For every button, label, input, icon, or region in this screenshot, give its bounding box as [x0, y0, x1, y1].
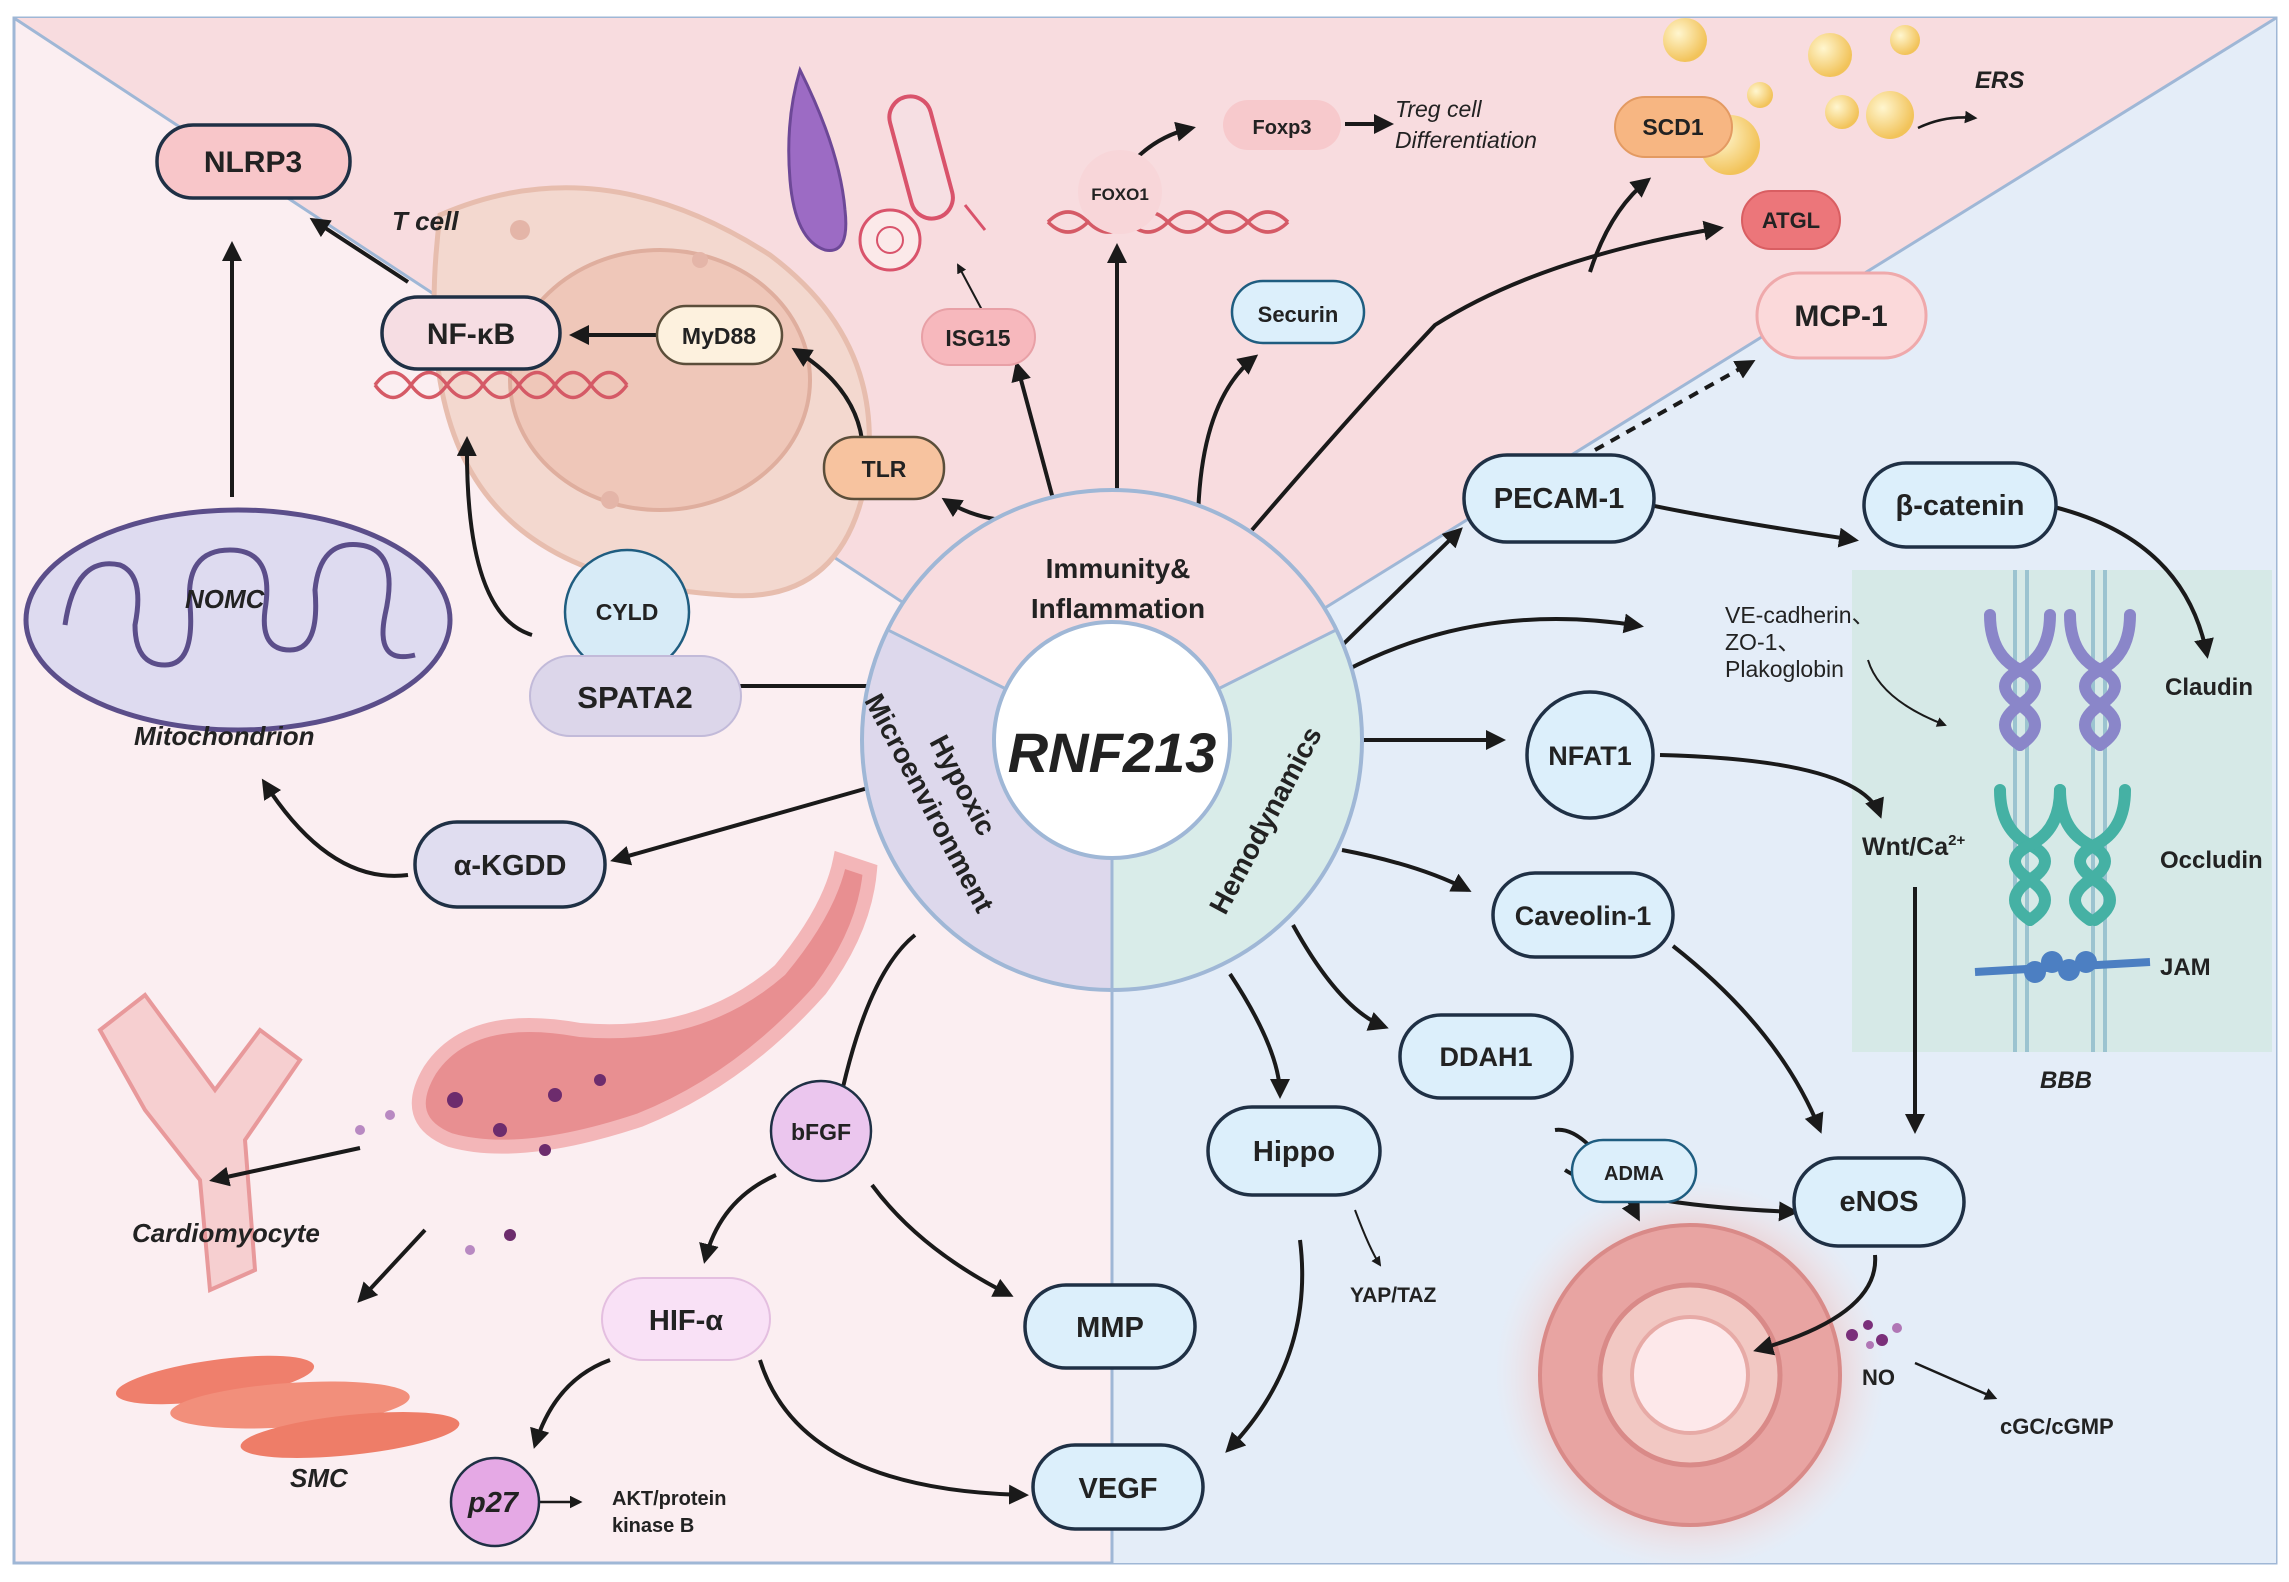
- cardiomyocyte-label: Cardiomyocyte: [132, 1218, 320, 1248]
- tlr-box: [822, 435, 946, 501]
- t-cell-label: T cell: [392, 206, 459, 236]
- nomc-label: NOMC: [185, 584, 266, 614]
- akgdd-box: [413, 820, 607, 909]
- hippo-label: Hippo: [1253, 1136, 1335, 1168]
- wnt-text: Wnt/Ca: [1862, 833, 1949, 861]
- artery-illustration: [355, 850, 878, 1255]
- no-label: NO: [1862, 1365, 1895, 1390]
- nfat1-circle: [1525, 690, 1655, 820]
- hippo-box: [1206, 1105, 1382, 1197]
- p27-circle: [449, 1456, 541, 1548]
- vessel-cross-section: [1495, 1180, 1885, 1570]
- nlrp3-label: NLRP3: [204, 146, 302, 179]
- mitochondrion-illustration: NOMC: [23, 507, 453, 733]
- scd1-label: SCD1: [1642, 114, 1704, 140]
- hifa-box: [601, 1277, 771, 1361]
- zo1-label: ZO-1、: [1725, 629, 1800, 655]
- foxp3-box: [1223, 100, 1341, 150]
- akt-label-1: AKT/protein: [612, 1488, 726, 1510]
- foxo1-circle: [1078, 150, 1162, 234]
- immunity-label-2: Inflammation: [1031, 593, 1205, 624]
- enos-box: [1792, 1156, 1966, 1248]
- center-hub: RNF213 Immunity& Inflammation Hypoxic Mi…: [859, 488, 1364, 992]
- securin-box: [1230, 279, 1366, 345]
- wnt-label: Wnt/Ca2+: [1862, 832, 1965, 861]
- nodes: NLRP3 NF-κB MyD88 TLR ISG15 FOXO1 Foxp3 …: [155, 67, 2114, 1548]
- bbb-label: BBB: [2040, 1067, 2092, 1094]
- dna-strands: [373, 210, 1290, 400]
- isg15-label: ISG15: [945, 325, 1010, 351]
- myd88-label: MyD88: [682, 323, 756, 349]
- atgl-label: ATGL: [1762, 208, 1820, 233]
- jam-label: JAM: [2160, 954, 2211, 981]
- bfgf-circle: [769, 1079, 873, 1183]
- center-title: RNF213: [1008, 721, 1217, 784]
- pecam1-box: [1462, 453, 1656, 544]
- immunity-label-1: Immunity&: [1046, 553, 1191, 584]
- bcatenin-box: [1862, 461, 2058, 549]
- isg15-box: [921, 308, 1036, 366]
- mitochondrion-label: Mitochondrion: [134, 721, 315, 751]
- adma-box: [1570, 1138, 1698, 1204]
- mmp-box: [1023, 1283, 1197, 1370]
- occludin-proteins: [1994, 784, 2131, 926]
- mmp-label: MMP: [1076, 1312, 1144, 1344]
- nfat1-label: NFAT1: [1548, 741, 1632, 771]
- bcatenin-label: β-catenin: [1896, 490, 2025, 522]
- claudin-proteins: [1984, 609, 2136, 751]
- foxo1-label: FOXO1: [1091, 185, 1149, 204]
- cardiomyocyte-illustration: [97, 992, 303, 1293]
- nfkb-box: [380, 295, 562, 371]
- ddah1-box: [1398, 1013, 1574, 1100]
- vegf-box: [1031, 1443, 1205, 1531]
- no-molecules: [1846, 1320, 1902, 1349]
- yaptaz-label: YAP/TAZ: [1350, 1284, 1437, 1307]
- tlr-label: TLR: [862, 456, 907, 482]
- ers-label: ERS: [1975, 67, 2024, 94]
- ddah1-label: DDAH1: [1439, 1042, 1532, 1072]
- jam-proteins: [1974, 951, 2151, 983]
- akgdd-label: α-KGDD: [454, 850, 567, 882]
- caveolin1-label: Caveolin-1: [1515, 901, 1652, 931]
- myd88-box: [655, 304, 784, 366]
- akt-label-2: kinase B: [612, 1515, 694, 1537]
- cgc-cgmp-label: cGC/cGMP: [2000, 1414, 2114, 1439]
- mcp1-box: [1755, 271, 1928, 360]
- vecadherin-label: VE-cadherin、: [1725, 602, 1875, 628]
- spata2-label: SPATA2: [577, 680, 692, 715]
- cyld-label: CYLD: [596, 599, 659, 625]
- mcp1-label: MCP-1: [1794, 300, 1887, 333]
- claudin-label: Claudin: [2165, 674, 2253, 701]
- spata2-box: [529, 655, 742, 737]
- adma-label: ADMA: [1604, 1163, 1664, 1185]
- enos-label: eNOS: [1840, 1186, 1919, 1218]
- vegf-label: VEGF: [1079, 1473, 1158, 1505]
- treg-label-2: Differentiation: [1395, 127, 1537, 153]
- scd1-box: [1614, 96, 1733, 158]
- securin-label: Securin: [1258, 302, 1339, 327]
- nfkb-label: NF-κB: [427, 318, 515, 351]
- pathogen-illustration: [787, 65, 987, 272]
- hifa-label: HIF-α: [649, 1305, 723, 1337]
- p27-label: p27: [467, 1487, 520, 1519]
- plakoglobin-label: Plakoglobin: [1725, 656, 1844, 682]
- atgl-box: [1741, 190, 1841, 250]
- bfgf-label: bFGF: [791, 1119, 851, 1145]
- occludin-label: Occludin: [2160, 847, 2263, 874]
- smc-illustration: [115, 1355, 460, 1458]
- foxp3-label: Foxp3: [1253, 117, 1312, 139]
- pecam1-label: PECAM-1: [1494, 483, 1625, 515]
- nlrp3-box: [155, 123, 352, 200]
- hemodynamics-region: [1112, 18, 2276, 1563]
- lipid-droplets: [1663, 18, 1920, 175]
- caveolin1-box: [1491, 871, 1675, 959]
- smc-label: SMC: [290, 1463, 349, 1493]
- treg-label-1: Treg cell: [1395, 96, 1482, 122]
- wnt-superscript: 2+: [1948, 832, 1965, 849]
